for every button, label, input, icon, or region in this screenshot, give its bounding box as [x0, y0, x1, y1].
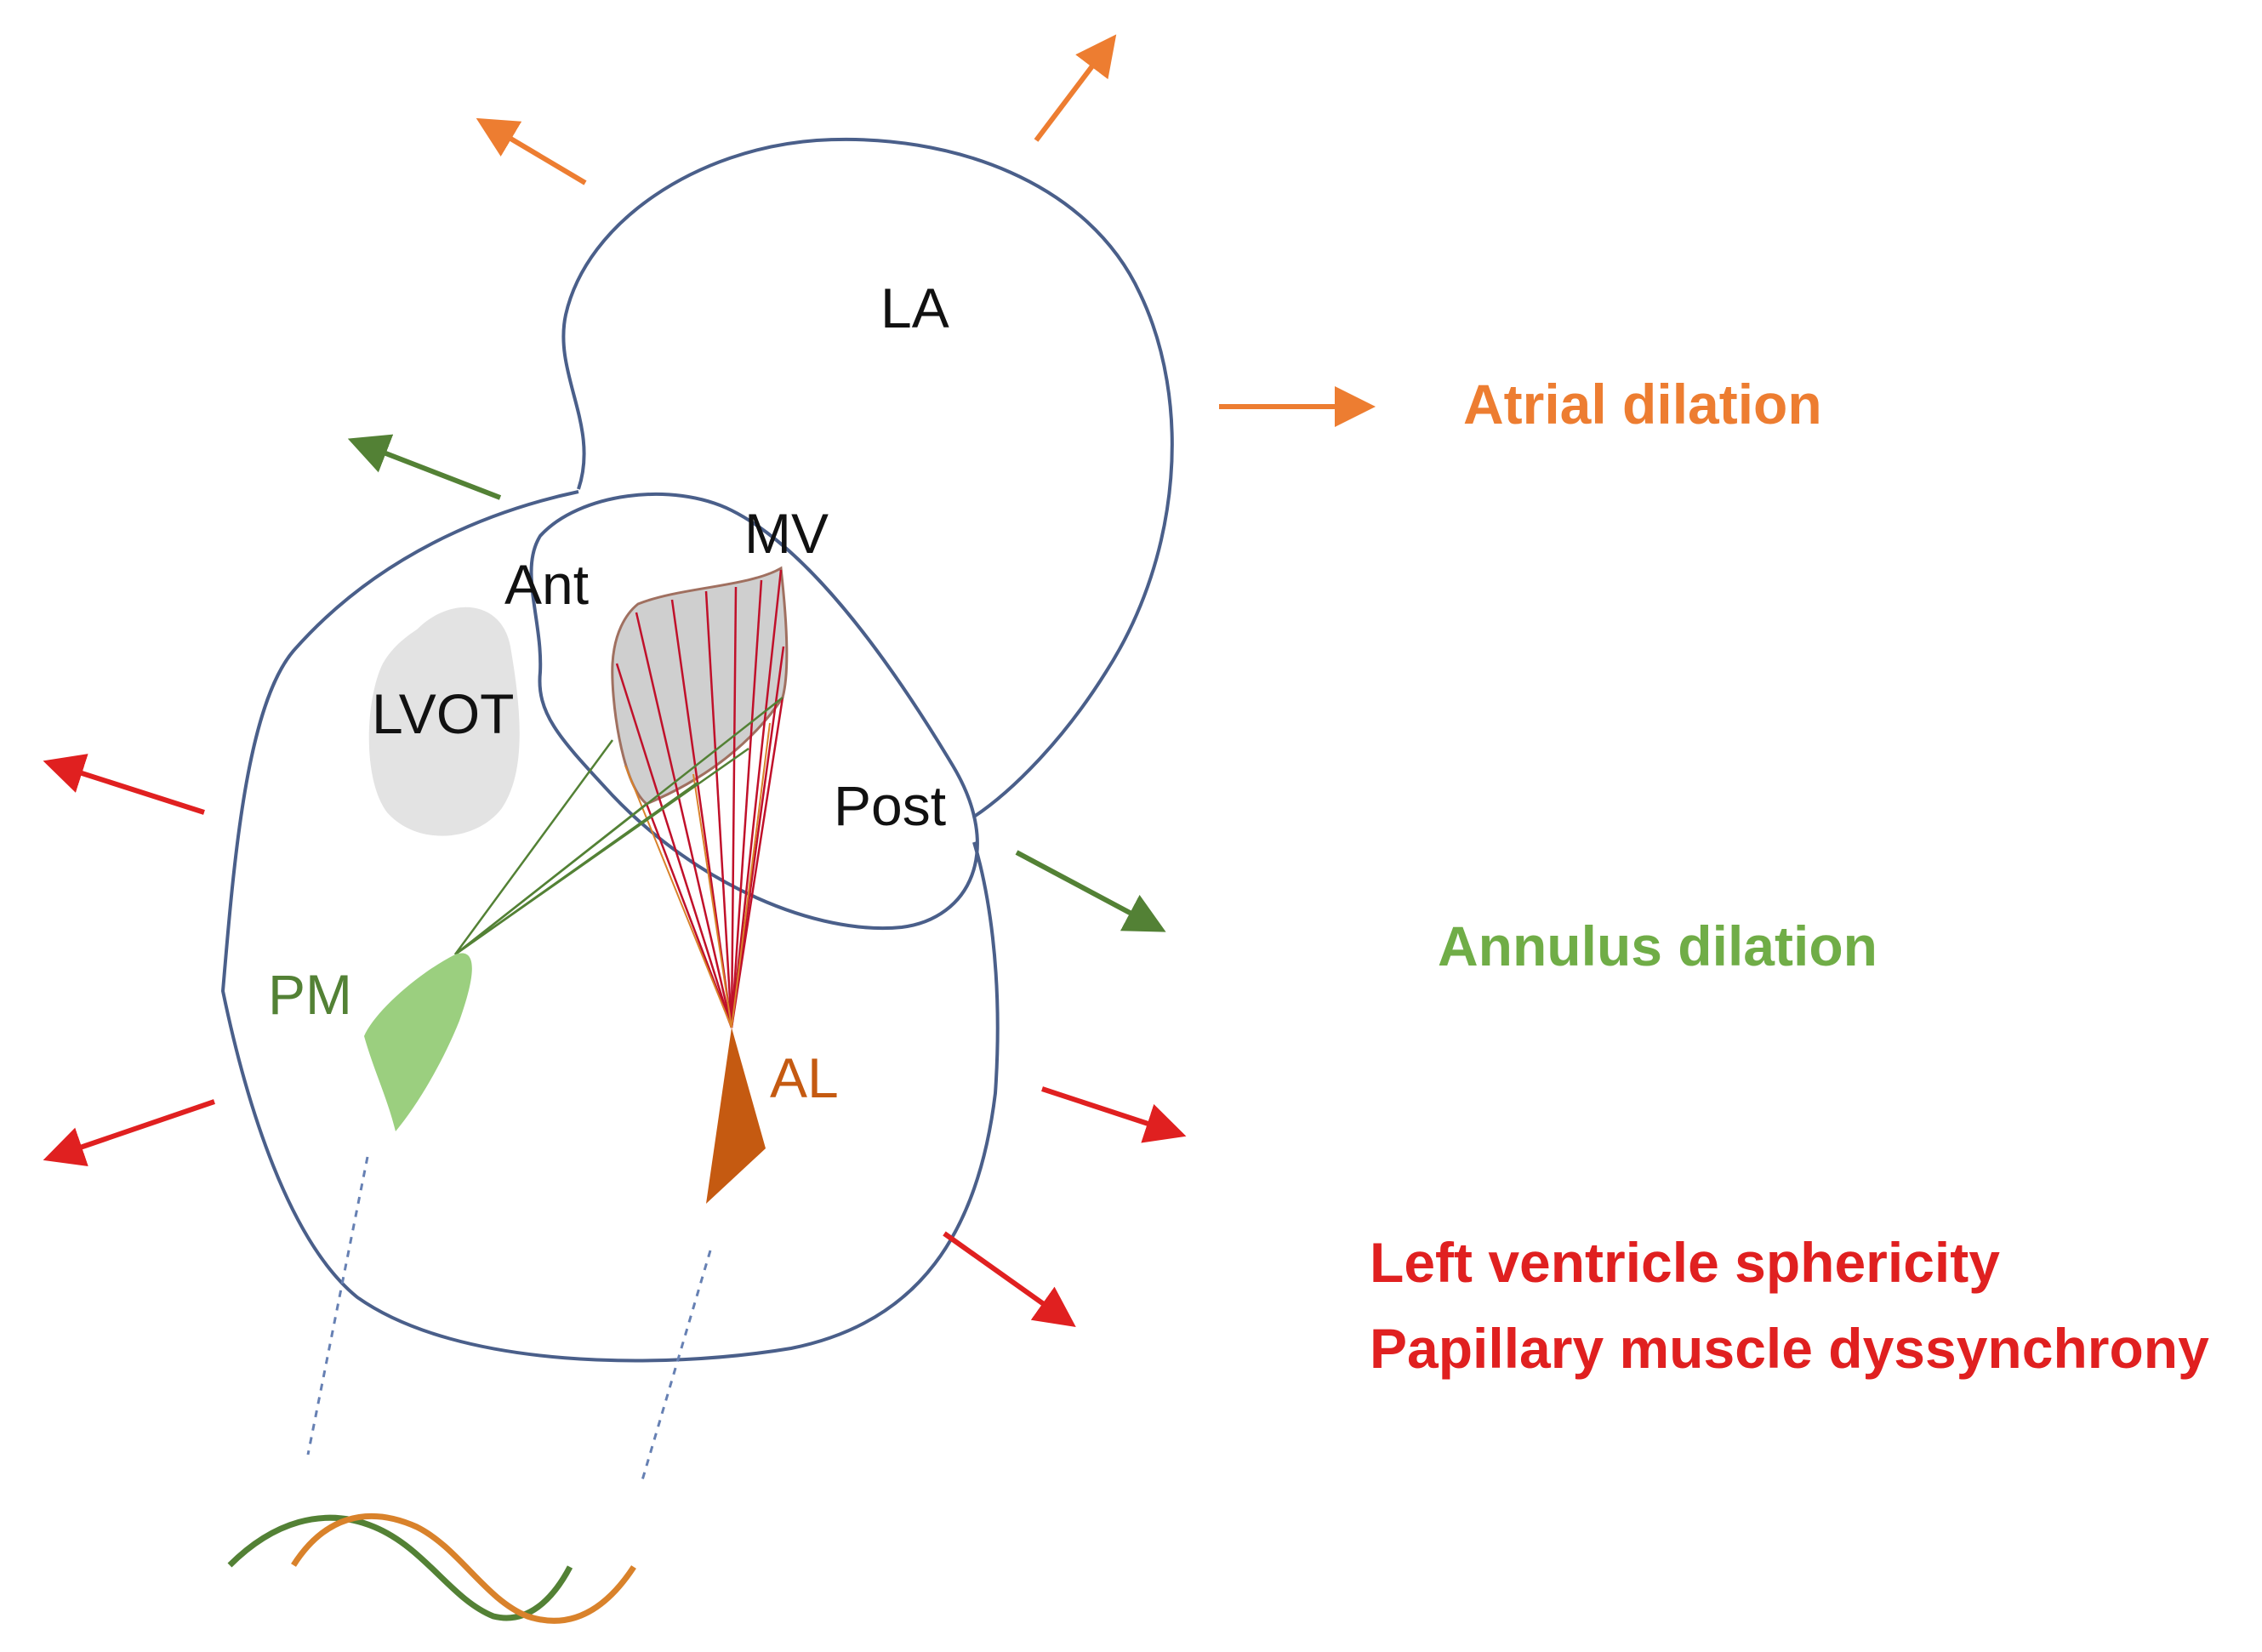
ventricle-arrow-1 — [43, 754, 205, 815]
ventricle-arrow-3 — [1041, 1086, 1187, 1143]
al-papillary-muscle — [706, 1028, 766, 1204]
atrial-arrow-1 — [476, 117, 587, 185]
mv-label: MV — [744, 502, 829, 565]
lvot-label: LVOT — [372, 682, 514, 745]
pm-chordae — [453, 697, 783, 956]
al-label: AL — [770, 1046, 839, 1109]
lv-sphericity-label: Left ventricle sphericity — [1370, 1231, 2000, 1294]
ventricle-arrow-4 — [943, 1231, 1076, 1327]
ventricle-arrow-2 — [43, 1099, 215, 1167]
ventricle-arrows — [43, 754, 1187, 1327]
annulus-arrow-1 — [347, 434, 502, 500]
ant-label: Ant — [504, 553, 589, 616]
annulus-arrow-2 — [1015, 850, 1166, 932]
pm-dyssynchrony-label: Papillary muscle dyssynchrony — [1370, 1317, 2209, 1380]
al-chordae-orange — [624, 722, 771, 1028]
post-label: Post — [834, 774, 946, 837]
mitral-leaflet — [611, 566, 789, 806]
annulus-arrows — [347, 434, 1166, 932]
lvot-region — [368, 607, 520, 836]
atrial-arrows — [476, 34, 1376, 427]
left-ventricle-outline — [220, 490, 1000, 1363]
pm-wave — [227, 1514, 573, 1621]
left-atrium-outline — [561, 138, 1174, 818]
atrial-arrow-2 — [1034, 34, 1117, 142]
atrial-dilation-label: Atrial dilation — [1463, 373, 1822, 436]
annulus-dilation-label: Annulus dilation — [1438, 914, 1877, 977]
pm-label: PM — [268, 963, 352, 1026]
mitral-annulus-outline — [529, 492, 979, 930]
pm-dashed-line — [306, 1156, 369, 1455]
al-wave — [291, 1512, 636, 1624]
al-dashed-line — [641, 1250, 712, 1481]
pm-papillary-muscle — [364, 953, 472, 1131]
la-label: LA — [880, 276, 949, 339]
